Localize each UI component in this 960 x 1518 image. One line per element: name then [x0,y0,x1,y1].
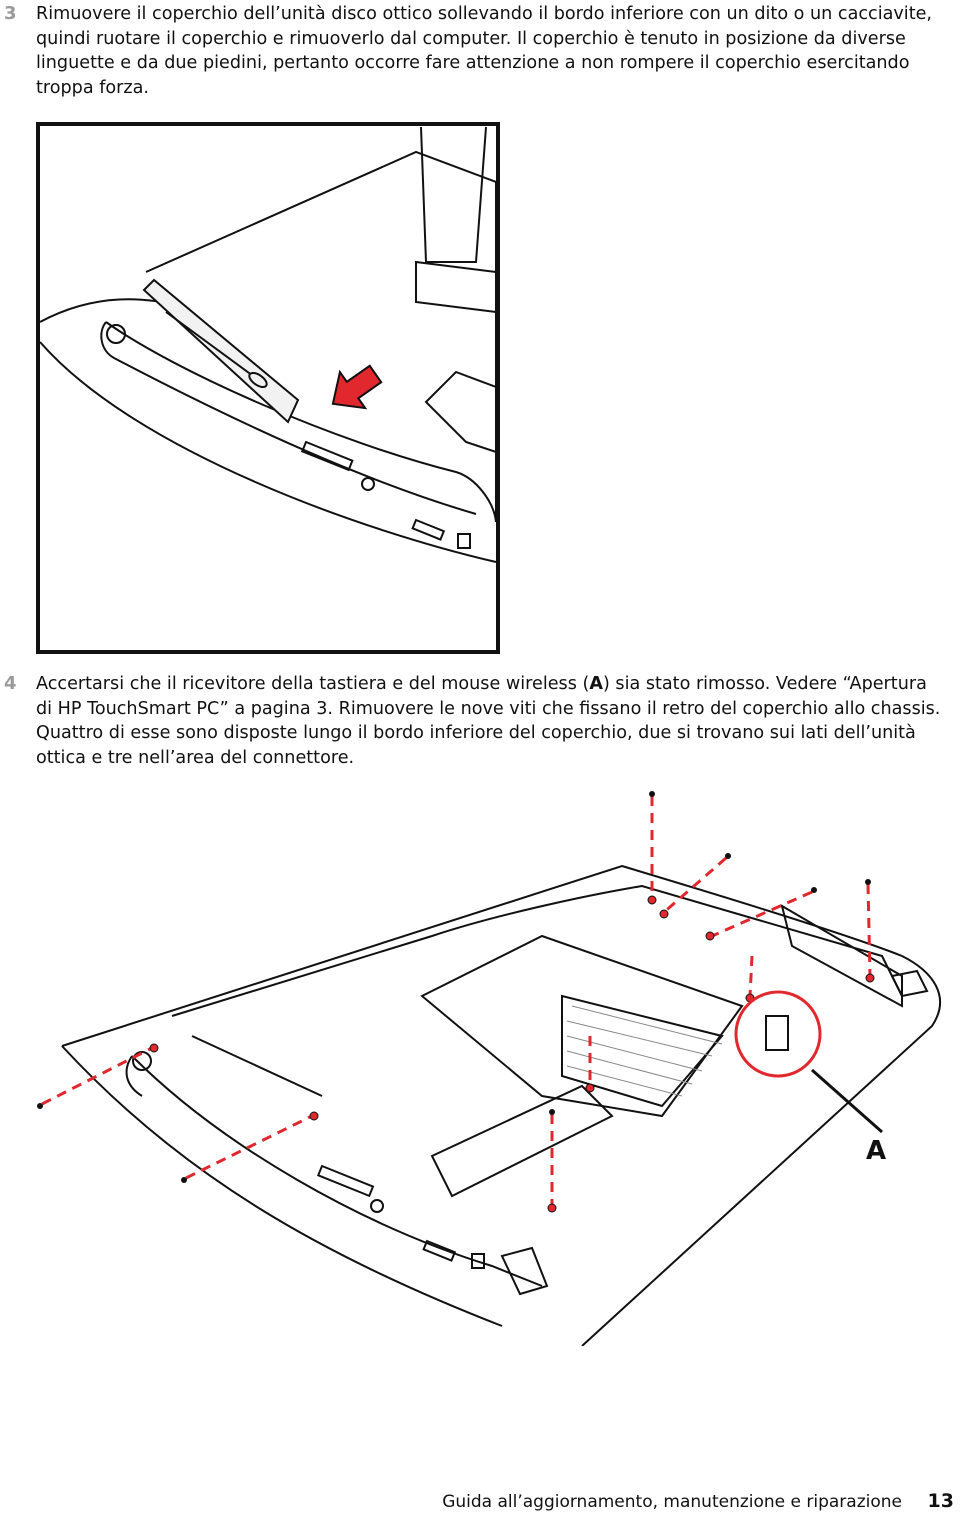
step-number: 3 [4,3,17,24]
back-cover-screws-illustration [37,791,942,1346]
screw-icon [37,791,871,1183]
optical-drive-cover-illustration [36,122,500,654]
drive-cover [142,278,300,424]
step-4: 4 Accertarsi che il ricevitore della tas… [0,672,960,772]
callout-label-a: A [866,1136,887,1166]
step-text: Accertarsi che il ricevitore della tasti… [36,672,946,770]
step-text-after: ) sia stato rimosso. Vedere “Apertura di… [36,674,941,768]
page-number: 13 [927,1490,954,1512]
page-footer: Guida all’aggiornamento, manutenzione e … [0,1490,960,1514]
step-3: 3 Rimuovere il coperchio dell’unità disc… [0,2,960,102]
red-arrow-icon [331,364,383,410]
screw-markers [41,796,872,1206]
callout-circle-icon [734,990,883,1134]
step-text: Rimuovere il coperchio dell’unità disco … [36,4,933,98]
footer-title: Guida all’aggiornamento, manutenzione e … [442,1492,902,1512]
step-number: 4 [4,673,17,694]
callout-reference: A [589,674,603,694]
step-text-before: Accertarsi che il ricevitore della tasti… [36,674,590,694]
